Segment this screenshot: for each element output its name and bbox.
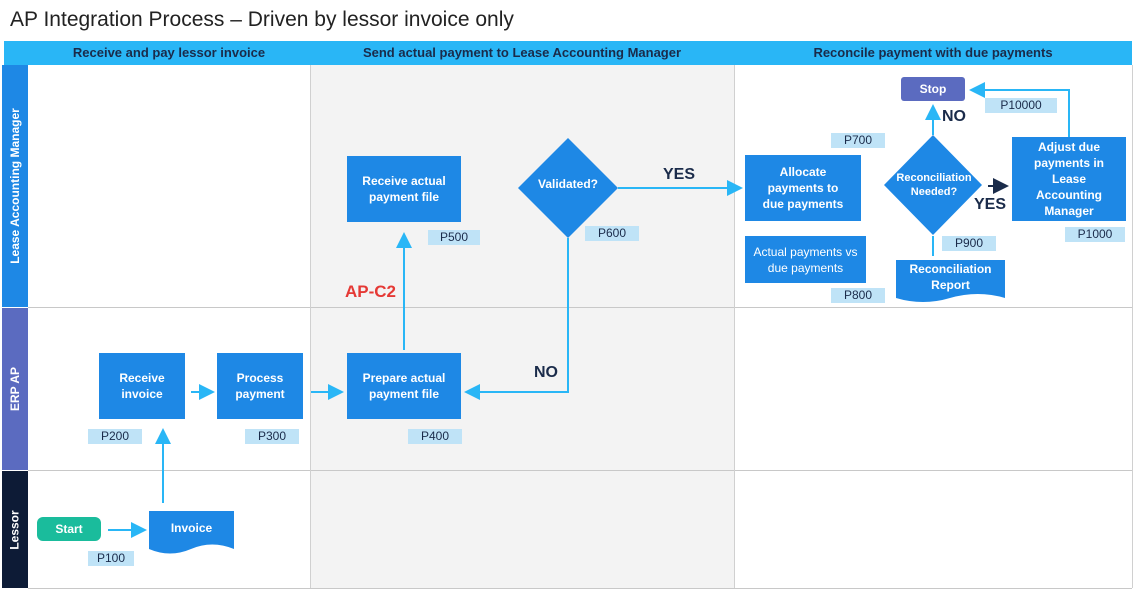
reconciliation-report-node: Reconciliation Report <box>909 262 992 292</box>
lane-label-lessor: Lessor <box>2 471 28 588</box>
invoice-node: Invoice <box>170 521 213 535</box>
tag-p400: P400 <box>408 429 462 444</box>
column-divider-3 <box>1132 65 1133 588</box>
stop-node: Stop <box>919 82 947 96</box>
validated-diamond <box>518 138 618 238</box>
reconciliation-report-document-shape <box>896 260 1005 302</box>
column-divider-1 <box>310 65 311 588</box>
column-header-send-payment: Send actual payment to Lease Accounting … <box>362 45 682 60</box>
stop-terminator-shape <box>901 77 965 101</box>
column-divider-2 <box>734 65 735 588</box>
lane-label-lease-accounting-manager: Lease Accounting Manager <box>2 65 28 307</box>
column-header-receive-pay: Receive and pay lessor invoice <box>72 45 266 60</box>
arrow-validated-no <box>464 238 569 400</box>
column-header-bar <box>4 41 1132 65</box>
edge-label-recon-yes: YES <box>974 196 1007 213</box>
lane-divider-erp-lessor <box>28 470 1132 471</box>
tag-p900: P900 <box>942 236 996 251</box>
adjust-due-payments-node: Adjust due payments in Lease Accounting … <box>1012 137 1126 221</box>
start-terminator-shape <box>37 517 101 541</box>
validated-node: Validated? <box>537 177 599 191</box>
edge-label-validated-yes: YES <box>663 166 696 183</box>
invoice-document-shape <box>149 511 234 554</box>
process-payment-node: Process payment <box>217 353 303 419</box>
tag-p200: P200 <box>88 429 142 444</box>
receive-payment-file-node: Receive actual payment file <box>347 156 461 222</box>
reconciliation-needed-node: Reconciliation Needed? <box>896 172 972 198</box>
tag-p800: P800 <box>831 288 885 303</box>
control-label-ap-c2: AP-C2 <box>345 282 397 301</box>
tag-p700: P700 <box>831 133 885 148</box>
tag-p100: P100 <box>88 551 134 566</box>
lane-divider-bottom <box>28 588 1132 589</box>
start-node: Start <box>55 522 83 536</box>
column-header-reconcile: Reconcile payment with due payments <box>813 45 1053 60</box>
tag-p300: P300 <box>245 429 299 444</box>
tag-p10000: P10000 <box>985 98 1057 113</box>
page-title: AP Integration Process – Driven by lesso… <box>10 8 514 31</box>
middle-column-background <box>310 65 734 588</box>
lane-divider-lam-erp <box>28 307 1132 308</box>
tag-p500: P500 <box>428 230 480 245</box>
receive-invoice-node: Receive invoice <box>99 353 185 419</box>
tag-p600: P600 <box>585 226 639 241</box>
reconciliation-needed-diamond <box>884 135 982 235</box>
actual-vs-due-node: Actual payments vs due payments <box>745 236 866 283</box>
allocate-payments-node: Allocate payments to due payments <box>745 155 861 221</box>
prepare-payment-file-node: Prepare actual payment file <box>347 353 461 419</box>
edge-label-recon-no: NO <box>942 108 966 125</box>
arrow-adjust-stop <box>969 82 1070 137</box>
lane-label-erp-ap: ERP AP <box>2 308 28 470</box>
edge-label-validated-no: NO <box>534 364 558 381</box>
tag-p1000: P1000 <box>1065 227 1125 242</box>
